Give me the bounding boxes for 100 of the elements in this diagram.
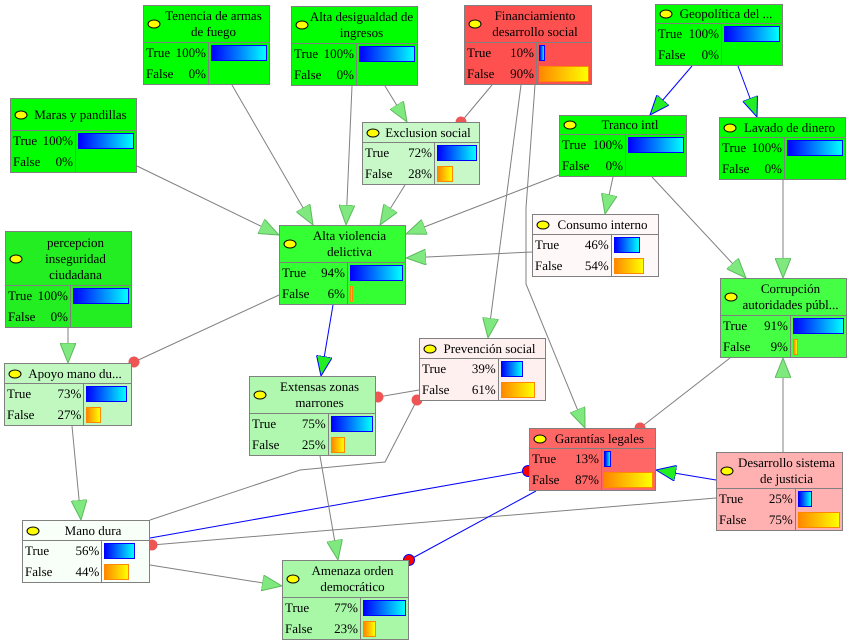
state-label: False (282, 286, 310, 302)
state-label: False (294, 66, 322, 83)
arrow (316, 304, 334, 376)
node-title: Exclusion social (384, 124, 472, 140)
state-label: True (467, 45, 492, 62)
node-title: Tenencia de armas de fuego (164, 8, 263, 40)
probability-value: 72% (408, 145, 432, 162)
network-node-card (5, 231, 132, 328)
probability-value: 25% (768, 491, 793, 508)
state-label: True (146, 45, 170, 62)
arrow (60, 328, 76, 364)
probability-value: 9% (770, 338, 788, 355)
network-node-card (559, 115, 687, 177)
node-title: Consumo interno (556, 216, 648, 232)
state-label: False (7, 406, 34, 423)
state-label: True (282, 265, 306, 282)
state-label: False (562, 158, 590, 174)
arrow (482, 84, 522, 338)
state-label: True (422, 361, 446, 378)
node-title: Amenaza orden democrático (310, 563, 394, 595)
probability-value: 0% (50, 308, 68, 325)
state-label: True (723, 318, 748, 334)
network-node-card (655, 4, 783, 66)
probability-value: 100% (38, 288, 68, 304)
state-label: False (8, 308, 36, 325)
network-node-card (716, 452, 843, 531)
state-label: True (13, 133, 38, 150)
state-label: False (285, 620, 312, 637)
state-label: False (422, 382, 450, 398)
arrow (136, 166, 280, 236)
state-label: False (535, 258, 562, 274)
arrow (738, 66, 758, 118)
state-label: True (8, 288, 32, 304)
probability-value: 54% (584, 258, 609, 274)
arrow (526, 84, 586, 428)
network-node-card (282, 560, 409, 640)
state-label: True (285, 600, 310, 616)
probability-value: 27% (58, 406, 82, 423)
probability-value: 23% (334, 620, 358, 637)
node-title: Alta violencia delictiva (312, 228, 388, 260)
probability-value: 73% (58, 386, 82, 402)
arrow (656, 464, 716, 482)
network-node-card (249, 376, 376, 456)
probability-value: 100% (324, 46, 354, 62)
network-node-card (719, 117, 846, 180)
network-node-card (4, 363, 132, 426)
probability-value: 100% (688, 26, 719, 42)
probability-value: 100% (176, 45, 206, 62)
arrow (380, 184, 406, 226)
probability-value: 44% (76, 564, 100, 580)
state-label: False (146, 66, 174, 82)
state-label: True (25, 543, 50, 560)
probability-value: 90% (510, 66, 534, 82)
network-node-card (279, 225, 406, 305)
arrow (338, 86, 356, 226)
probability-value: 75% (302, 416, 326, 432)
state-label: True (719, 491, 744, 508)
probability-value: 28% (408, 166, 432, 182)
probability-value: 0% (702, 46, 719, 63)
node-title: Alta desigualdad de ingresos (309, 9, 414, 41)
arrow (774, 358, 792, 452)
probability-value: 0% (764, 160, 782, 177)
state-label: False (467, 66, 494, 82)
node-title: Financiamiento desarrollo social (491, 8, 579, 40)
arrow (70, 426, 88, 520)
probability-value: 94% (321, 265, 345, 282)
network-node-card (720, 278, 847, 358)
state-label: True (535, 237, 560, 254)
network-node-card (143, 5, 270, 85)
state-label: True (658, 26, 682, 42)
node-title: Prevención social (442, 340, 537, 356)
state-label: True (7, 386, 32, 402)
probability-value: 39% (472, 361, 496, 378)
network-node-card (362, 122, 480, 185)
state-label: False (25, 564, 52, 580)
probability-value: 91% (764, 318, 788, 334)
network-node-card (291, 6, 418, 86)
node-title: Desarrollo sistema de justicia (736, 454, 836, 486)
probability-value: 0% (56, 154, 73, 170)
node-title: Garantías legales (554, 430, 646, 446)
probability-value: 75% (768, 512, 793, 528)
probability-value: 0% (606, 158, 623, 174)
state-label: False (365, 166, 392, 182)
node-title: Lavado de dinero (743, 120, 836, 136)
network-node-card (419, 338, 546, 401)
network-node-card (529, 428, 656, 491)
arrow (650, 66, 692, 116)
state-label: True (532, 451, 556, 468)
arrow (384, 86, 408, 122)
probability-value: 0% (188, 66, 206, 82)
state-label: True (365, 145, 390, 162)
network-node-card (10, 98, 137, 173)
node-title: Tranco intl (600, 117, 660, 133)
state-label: True (294, 46, 318, 62)
state-label: False (722, 160, 750, 177)
probability-value: 87% (575, 472, 599, 488)
node-title: Maras y pandillas (33, 106, 128, 122)
probability-value: 13% (575, 451, 599, 468)
state-label: False (723, 338, 750, 355)
state-label: False (719, 512, 746, 528)
